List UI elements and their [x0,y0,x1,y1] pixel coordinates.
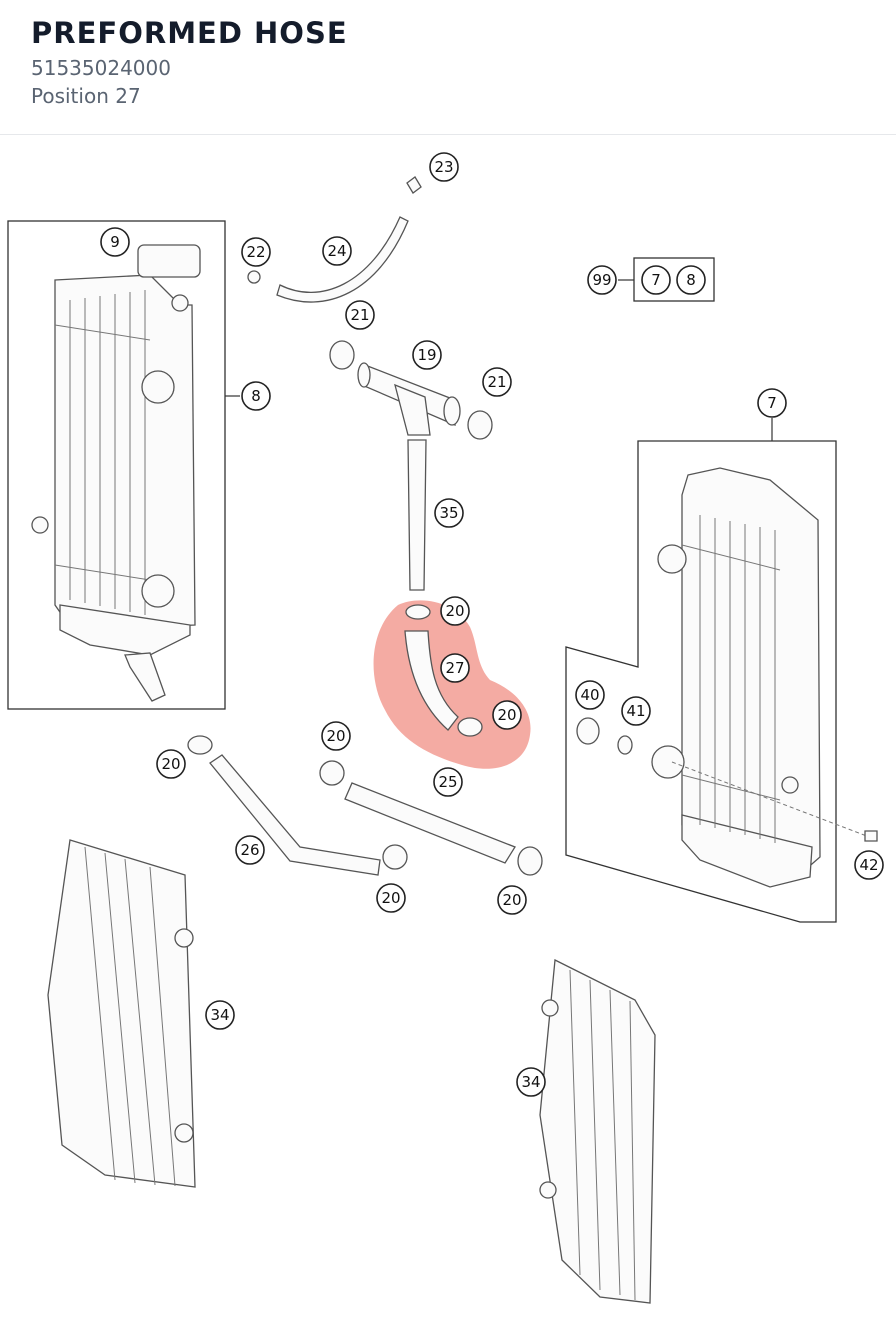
clamp-22[interactable] [247,270,261,284]
highlight-position-27 [373,600,531,769]
callout-25[interactable]: 25 [433,767,463,797]
pipe-35[interactable] [407,439,427,591]
callout-99[interactable]: 99 [587,265,617,295]
callout-20-hose26-bottom[interactable]: 20 [376,883,406,913]
svg-text:22: 22 [246,243,265,261]
callout-26[interactable]: 26 [235,835,265,865]
radiator-fins-left [54,290,151,615]
callout-7-kit[interactable]: 7 [641,265,671,295]
radiator-louvre-right[interactable] [539,958,656,1304]
preformed-hose-27[interactable] [404,630,459,731]
svg-text:42: 42 [859,856,878,874]
svg-text:35: 35 [439,504,458,522]
svg-text:27: 27 [445,659,464,677]
callout-21-upper[interactable]: 21 [345,300,375,330]
svg-text:9: 9 [110,233,120,251]
callout-20-hose25-left[interactable]: 20 [321,721,351,751]
callout-27[interactable]: 27 [440,653,470,683]
svg-text:99: 99 [592,271,611,289]
callout-22[interactable]: 22 [241,237,271,267]
callout-20-top[interactable]: 20 [440,596,470,626]
callout-35[interactable]: 35 [434,498,464,528]
svg-text:23: 23 [434,158,453,176]
part-header: PREFORMED HOSE 51535024000 Position 27 [0,0,896,135]
svg-text:41: 41 [626,702,645,720]
part-title: PREFORMED HOSE [31,16,348,50]
clamp-20-hose27[interactable] [457,717,483,737]
callout-34-right[interactable]: 34 [516,1067,546,1097]
svg-text:24: 24 [327,242,346,260]
hose-26[interactable] [209,754,381,876]
hose-25[interactable] [344,782,516,864]
svg-text:20: 20 [445,602,464,620]
clamp-20-top[interactable] [405,604,431,620]
kit-bracket [618,257,715,302]
svg-text:25: 25 [438,773,457,791]
svg-text:34: 34 [521,1073,540,1091]
svg-text:34: 34 [210,1006,229,1024]
callout-7[interactable]: 7 [757,388,787,418]
svg-text:20: 20 [497,706,516,724]
clamp-21-upper[interactable] [329,340,355,370]
svg-text:7: 7 [651,271,661,289]
callout-21-lower[interactable]: 21 [482,367,512,397]
svg-text:7: 7 [767,394,777,412]
callout-19[interactable]: 19 [412,340,442,370]
svg-text:20: 20 [326,727,345,745]
callout-20-hose27[interactable]: 20 [492,700,522,730]
callout-41[interactable]: 41 [621,696,651,726]
callout-24[interactable]: 24 [322,236,352,266]
part-position: Position 27 [31,84,141,108]
svg-text:20: 20 [161,755,180,773]
grommet-40[interactable] [576,717,600,745]
svg-text:21: 21 [487,373,506,391]
hose-connector-19[interactable] [357,362,461,436]
svg-text:40: 40 [580,686,599,704]
clamp-20-hose26-top[interactable] [187,735,213,755]
clamp-21-lower[interactable] [467,410,493,440]
callout-20-hose26-top[interactable]: 20 [156,749,186,779]
svg-text:20: 20 [381,889,400,907]
clamp-23[interactable] [406,176,422,194]
clamp-20-hose25-left[interactable] [319,760,345,786]
part-number: 51535024000 [31,56,171,80]
left-radiator-assembly[interactable] [7,220,240,710]
clamp-20-hose25-right[interactable] [517,846,543,876]
radiator-fins-right [681,515,781,843]
callout-34-left[interactable]: 34 [205,1000,235,1030]
callout-23[interactable]: 23 [429,152,459,182]
right-radiator-assembly[interactable] [565,418,873,923]
exploded-parts-diagram: 23 9 22 24 99 7 8 21 19 21 8 7 35 20 27 … [7,152,884,1304]
callout-8-kit[interactable]: 8 [676,265,706,295]
svg-text:26: 26 [240,841,259,859]
bolt-42[interactable] [864,830,878,842]
radiator-louvre-left[interactable] [47,839,196,1188]
callout-9[interactable]: 9 [100,227,130,257]
callout-8[interactable]: 8 [241,381,271,411]
svg-text:21: 21 [350,306,369,324]
svg-text:20: 20 [502,891,521,909]
callout-20-hose25-right[interactable]: 20 [497,885,527,915]
svg-text:8: 8 [686,271,696,289]
callout-40[interactable]: 40 [575,680,605,710]
callout-42[interactable]: 42 [854,850,884,880]
svg-text:8: 8 [251,387,261,405]
washer-41[interactable] [617,735,633,755]
svg-text:19: 19 [417,346,436,364]
small-hose[interactable] [276,216,409,303]
clamp-20-hose26-bottom[interactable] [382,844,408,870]
